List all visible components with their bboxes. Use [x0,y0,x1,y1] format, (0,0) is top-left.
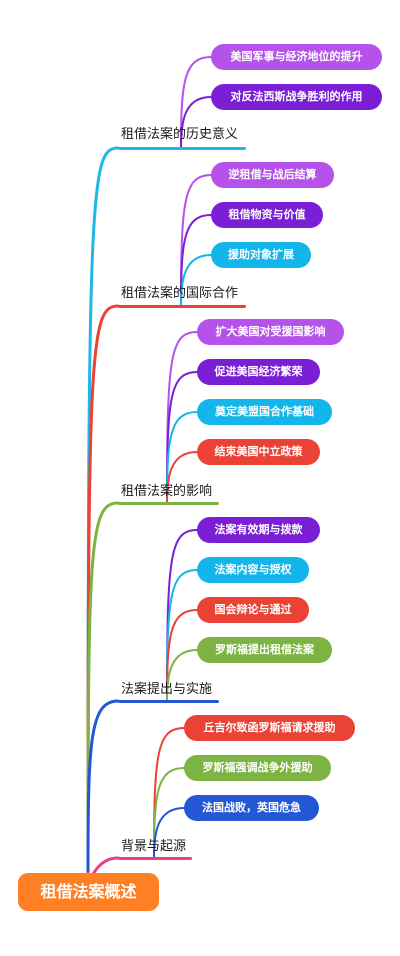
branch-underline [118,502,219,505]
leaf-topic[interactable]: 美国军事与经济地位的提升 [211,44,382,70]
branch-historical-significance[interactable]: 租借法案的历史意义 [121,127,239,142]
branch-international-cooperation[interactable]: 租借法案的国际合作 [121,286,239,301]
branch-underline [118,857,192,860]
leaf-topic[interactable]: 逆租借与战后结算 [211,162,334,188]
branch-underline [118,305,246,308]
root-topic[interactable]: 租借法案概述 [18,873,159,911]
leaf-topic[interactable]: 租借物资与价值 [211,202,323,228]
leaf-topic[interactable]: 对反法西斯战争胜利的作用 [211,84,382,110]
leaf-topic[interactable]: 法案内容与授权 [197,557,309,583]
leaf-topic[interactable]: 奠定美盟国合作基础 [197,399,332,425]
branch-underline [118,700,219,703]
leaf-topic[interactable]: 丘吉尔致函罗斯福请求援助 [184,715,355,741]
leaf-topic[interactable]: 国会辩论与通过 [197,597,309,623]
leaf-topic[interactable]: 罗斯福提出租借法案 [197,637,332,663]
leaf-topic[interactable]: 扩大美国对受援国影响 [197,319,344,345]
leaf-topic[interactable]: 援助对象扩展 [211,242,311,268]
leaf-topic[interactable]: 法案有效期与拨款 [197,517,320,543]
branch-underline [118,147,246,150]
leaf-topic[interactable]: 促进美国经济繁荣 [197,359,320,385]
branch-background-and-origin[interactable]: 背景与起源 [121,839,187,854]
leaf-topic[interactable]: 法国战败，英国危急 [184,795,319,821]
leaf-topic[interactable]: 罗斯福强调战争外援助 [184,755,331,781]
branch-proposal-and-implementation[interactable]: 法案提出与实施 [121,682,213,697]
leaf-topic[interactable]: 结束美国中立政策 [197,439,320,465]
branch-impact[interactable]: 租借法案的影响 [121,484,213,499]
